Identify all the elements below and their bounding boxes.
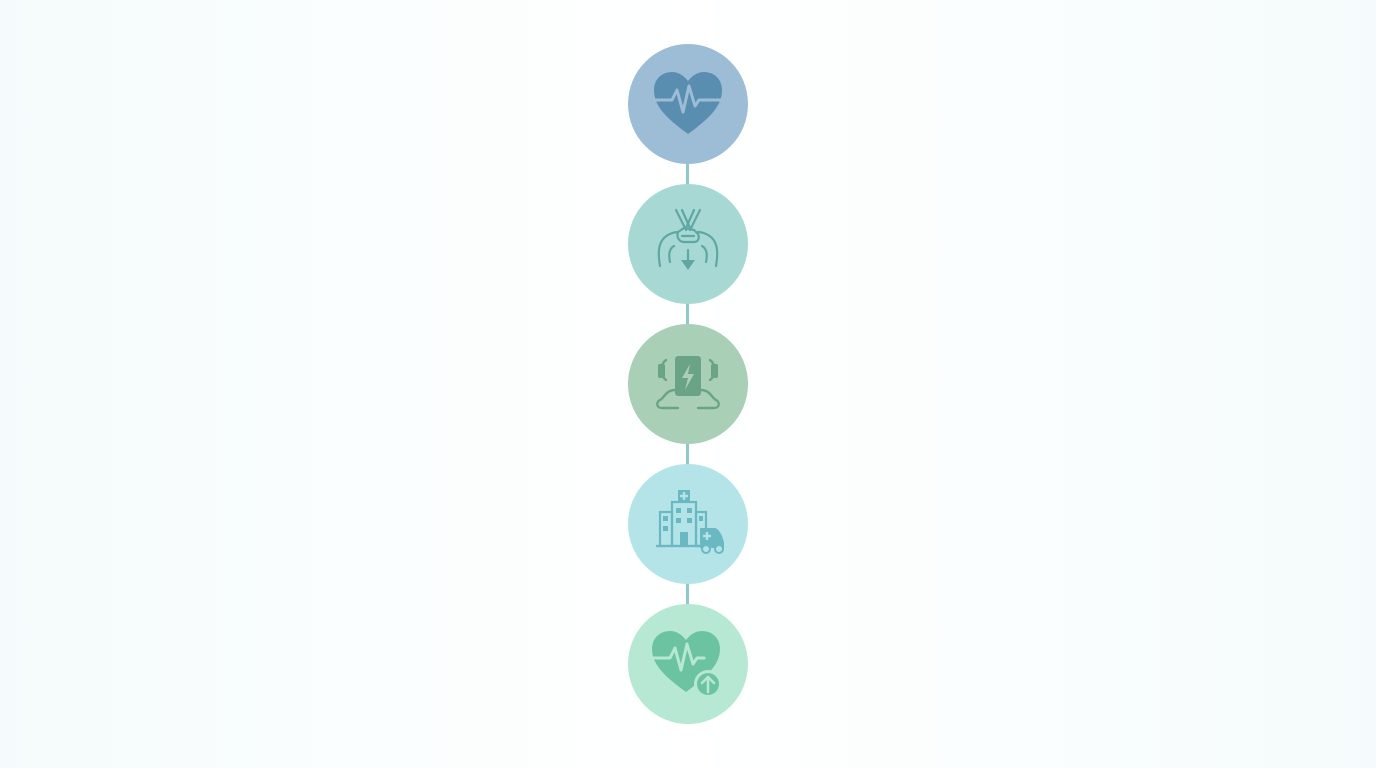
step-5-node [628, 604, 748, 724]
hospital-ambulance-icon [656, 490, 724, 554]
step-2-node [628, 184, 748, 304]
step-4-node [628, 464, 748, 584]
step-1-node [628, 44, 748, 164]
heart-pulse-icon [650, 72, 726, 134]
chest-compression-icon [657, 208, 719, 270]
step-3-node [628, 324, 748, 444]
heart-recovery-icon [648, 631, 722, 698]
defibrillator-icon [656, 356, 720, 410]
